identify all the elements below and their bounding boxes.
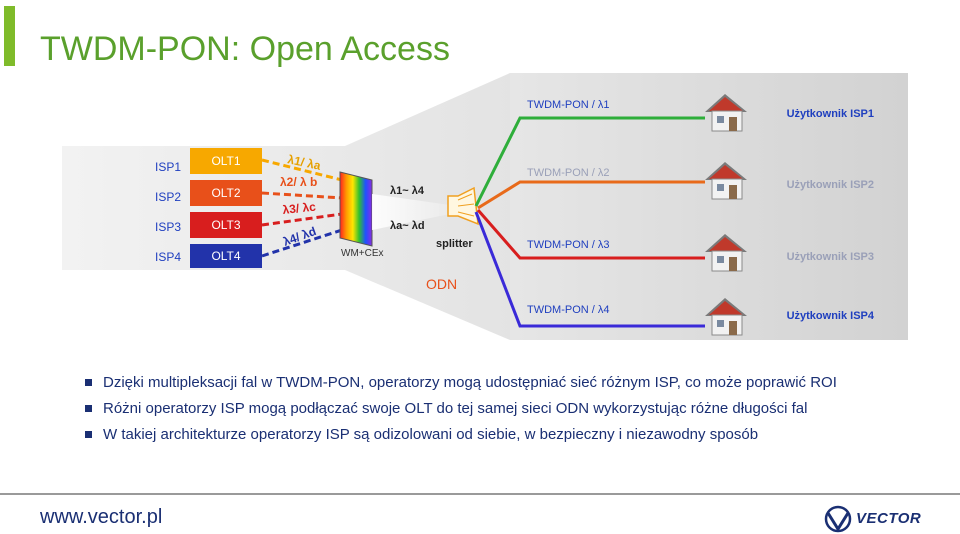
- multiplexer-beam: [372, 194, 450, 230]
- olt-label-2: OLT2: [211, 186, 240, 200]
- user-label-1: Użytkownik ISP1: [787, 108, 874, 120]
- olt-box-3: [190, 212, 262, 238]
- user-label-4: Użytkownik ISP4: [787, 310, 875, 322]
- olt-label-4: OLT4: [211, 249, 240, 263]
- house-icon-2: [705, 162, 747, 200]
- vector-logo-text: VECTOR: [856, 510, 922, 527]
- olt-label-3: OLT3: [211, 218, 240, 232]
- twdm-pon-diagram: ISP1 ISP2 ISP3 ISP4 OLT1 OLT2 OLT3 OLT4 …: [62, 73, 908, 340]
- pon-line-4: [474, 211, 705, 328]
- wavelength-label-2: λ2/ λ b: [280, 175, 317, 189]
- olt-box-1: [190, 148, 262, 174]
- bullet-item-2: Różni operatorzy ISP mogą podłączać swoj…: [85, 399, 837, 425]
- bullet-item-1: Dzięki multipleksacji fal w TWDM-PON, op…: [85, 373, 837, 399]
- footer-divider: [0, 493, 960, 495]
- footer-url[interactable]: www.vector.pl: [40, 506, 163, 528]
- pon-label-2: TWDM-PON / λ2: [527, 167, 610, 179]
- isp-label-4: ISP4: [155, 250, 181, 264]
- isp-label-1: ISP1: [155, 160, 181, 174]
- user-label-2: Użytkownik ISP2: [787, 179, 874, 191]
- title-accent-bar: [4, 6, 15, 66]
- isp-label-2: ISP2: [155, 190, 181, 204]
- bullet-item-3: W takiej architekturze operatorzy ISP są…: [85, 425, 837, 451]
- fiber-olt2: [261, 191, 343, 200]
- user-area-background: [510, 73, 908, 340]
- vector-logo-icon: [824, 505, 852, 533]
- pon-line-3: [476, 209, 705, 260]
- wavelength-label-1: λ1/ λa: [286, 152, 322, 173]
- pon-label-3: TWDM-PON / λ3: [527, 239, 610, 251]
- user-label-3: Użytkownik ISP3: [787, 251, 874, 263]
- fiber-olt3: [261, 212, 343, 227]
- house-icon-3: [705, 234, 747, 272]
- splitter-icon: [447, 186, 479, 226]
- mux-label: WM+CEx: [341, 248, 384, 259]
- splitter-label: splitter: [436, 238, 473, 250]
- trunk-label-bottom: λa~ λd: [390, 220, 425, 232]
- bullet-list: Dzięki multipleksacji fal w TWDM-PON, op…: [85, 373, 837, 451]
- trunk-label-top: λ1~ λ4: [390, 185, 425, 197]
- house-icon-4: [705, 298, 747, 336]
- olt-label-1: OLT1: [211, 154, 240, 168]
- olt-box-2: [190, 180, 262, 206]
- page-title: TWDM-PON: Open Access: [40, 30, 450, 68]
- odn-label: ODN: [426, 276, 457, 292]
- pon-line-2: [477, 180, 705, 210]
- isp-label-3: ISP3: [155, 220, 181, 234]
- pon-line-1: [474, 116, 705, 207]
- fiber-olt4: [261, 228, 343, 258]
- olt-box-4: [190, 244, 262, 268]
- wm-cex-multiplexer: [339, 171, 373, 247]
- fiber-olt1: [261, 158, 343, 182]
- house-icon-1: [705, 94, 747, 132]
- pon-label-1: TWDM-PON / λ1: [527, 99, 610, 111]
- wavelength-label-3: λ3/ λc: [282, 200, 317, 217]
- pon-label-4: TWDM-PON / λ4: [527, 304, 610, 316]
